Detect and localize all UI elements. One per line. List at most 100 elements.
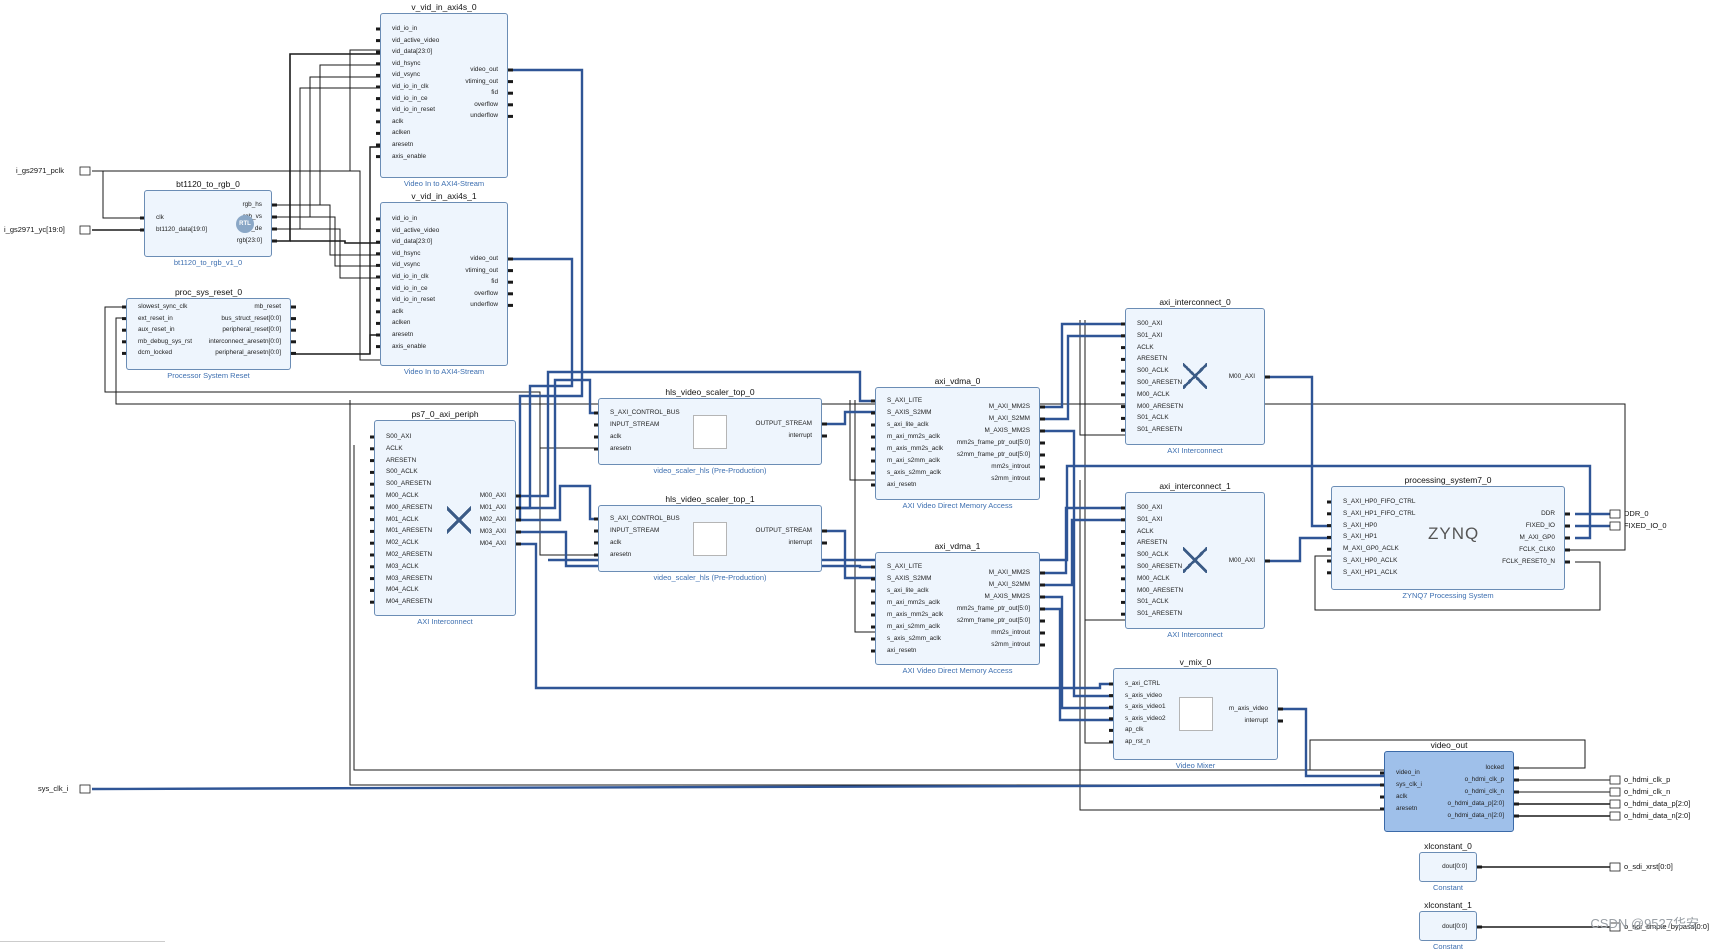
port-label-in[interactable]: m_axis_mm2s_aclk bbox=[887, 445, 944, 452]
port-pin-in[interactable] bbox=[1121, 393, 1125, 397]
port-label-in[interactable]: aclk bbox=[610, 539, 622, 546]
port-pin-out[interactable] bbox=[1514, 766, 1519, 770]
input-port-icon[interactable] bbox=[79, 166, 91, 176]
port-pin-out[interactable] bbox=[822, 434, 827, 438]
port-pin-in[interactable] bbox=[1121, 530, 1125, 534]
port-pin-out[interactable] bbox=[1477, 925, 1482, 929]
port-label-in[interactable]: vid_vsync bbox=[392, 261, 421, 269]
net-wire[interactable] bbox=[1040, 506, 1125, 575]
input-port-icon[interactable] bbox=[79, 225, 91, 235]
port-pin-in[interactable] bbox=[376, 229, 380, 233]
port-label-in[interactable]: S01_ACLK bbox=[1137, 598, 1169, 606]
port-pin-in[interactable] bbox=[122, 328, 126, 332]
port-label-in[interactable]: dcm_locked bbox=[138, 349, 173, 357]
port-pin-in[interactable] bbox=[594, 423, 598, 427]
net-wire[interactable] bbox=[320, 204, 380, 256]
external-output-port[interactable]: o_hdmi_data_p[2:0] bbox=[1624, 799, 1691, 808]
port-label-in[interactable]: sys_clk_i bbox=[1396, 781, 1422, 788]
block-ps7-axi[interactable] bbox=[374, 420, 516, 616]
port-pin-out[interactable] bbox=[272, 239, 277, 243]
port-pin-in[interactable] bbox=[871, 589, 875, 593]
port-pin-in[interactable] bbox=[376, 252, 380, 256]
port-pin-in[interactable] bbox=[871, 637, 875, 641]
port-label-in[interactable]: S00_ARESETN bbox=[386, 480, 432, 488]
port-label-in[interactable]: S00_AXI bbox=[1137, 504, 1163, 511]
port-pin-in[interactable] bbox=[376, 155, 380, 159]
port-label-in[interactable]: axis_enable bbox=[392, 152, 427, 160]
port-label-in[interactable]: M00_ACLK bbox=[1137, 574, 1170, 582]
port-label-out[interactable]: fid bbox=[491, 278, 498, 286]
port-pin-out[interactable] bbox=[1040, 619, 1045, 623]
port-label-in[interactable]: S_AXI_HP1_FIFO_CTRL bbox=[1343, 509, 1416, 517]
port-pin-in[interactable] bbox=[376, 275, 380, 279]
port-pin-in[interactable] bbox=[1109, 717, 1113, 721]
port-pin-out[interactable] bbox=[1265, 375, 1270, 379]
port-pin-out[interactable] bbox=[516, 518, 521, 522]
port-label-out[interactable]: M_AXI_S2MM bbox=[988, 581, 1030, 588]
port-label-in[interactable]: ACLK bbox=[386, 444, 403, 452]
port-pin-out[interactable] bbox=[516, 542, 521, 546]
port-pin-out[interactable] bbox=[516, 506, 521, 510]
output-port-icon[interactable] bbox=[1609, 922, 1621, 932]
port-pin-in[interactable] bbox=[1121, 589, 1125, 593]
port-pin-in[interactable] bbox=[370, 553, 374, 557]
port-pin-out[interactable] bbox=[1565, 548, 1570, 552]
port-label-out[interactable]: interconnect_aresetn[0:0] bbox=[208, 337, 281, 345]
port-pin-in[interactable] bbox=[370, 541, 374, 545]
port-pin-in[interactable] bbox=[140, 216, 144, 220]
port-label-in[interactable]: video_in bbox=[1396, 769, 1420, 776]
port-pin-out[interactable] bbox=[1477, 865, 1482, 869]
net-wire[interactable] bbox=[1040, 518, 1125, 587]
port-label-in[interactable]: INPUT_STREAM bbox=[610, 527, 660, 534]
port-label-in[interactable]: vid_active_video bbox=[392, 226, 440, 234]
port-pin-in[interactable] bbox=[370, 577, 374, 581]
port-label-out[interactable]: M01_AXI bbox=[479, 504, 506, 511]
net-wire[interactable] bbox=[272, 64, 380, 206]
net-wire[interactable] bbox=[103, 49, 380, 172]
port-pin-in[interactable] bbox=[1121, 381, 1125, 385]
net-wire[interactable] bbox=[822, 529, 875, 580]
port-pin-out[interactable] bbox=[272, 215, 277, 219]
external-output-port[interactable]: o_sdi_smpte_bypass[0:0] bbox=[1624, 922, 1709, 931]
port-label-in[interactable]: s_axi_lite_aclk bbox=[887, 421, 929, 428]
port-pin-out[interactable] bbox=[291, 317, 296, 321]
port-pin-out[interactable] bbox=[508, 269, 513, 273]
net-wire[interactable] bbox=[854, 400, 875, 633]
port-pin-in[interactable] bbox=[1380, 807, 1384, 811]
port-pin-in[interactable] bbox=[1121, 357, 1125, 361]
port-label-in[interactable]: vid_active_video bbox=[392, 36, 440, 44]
port-label-out[interactable]: bus_struct_reset[0:0] bbox=[221, 314, 281, 322]
net-wire[interactable] bbox=[1040, 334, 1125, 421]
port-pin-in[interactable] bbox=[1327, 571, 1331, 575]
port-pin-out[interactable] bbox=[1040, 595, 1045, 599]
port-label-out[interactable]: s2mm_introut bbox=[991, 475, 1030, 482]
port-pin-in[interactable] bbox=[871, 625, 875, 629]
port-label-in[interactable]: vid_data[23:0] bbox=[392, 238, 433, 246]
port-pin-in[interactable] bbox=[1109, 705, 1113, 709]
port-pin-in[interactable] bbox=[871, 601, 875, 605]
block-vout[interactable] bbox=[1384, 751, 1514, 832]
port-label-in[interactable]: S_AXI_CONTROL_BUS bbox=[610, 409, 680, 416]
port-pin-in[interactable] bbox=[1121, 600, 1125, 604]
port-label-out[interactable]: mb_reset bbox=[254, 303, 281, 310]
port-pin-out[interactable] bbox=[1040, 583, 1045, 587]
block-xc0[interactable] bbox=[1419, 852, 1477, 882]
port-pin-out[interactable] bbox=[1565, 524, 1570, 528]
port-label-in[interactable]: M00_ACLK bbox=[386, 492, 419, 499]
port-label-in[interactable]: aresetn bbox=[392, 331, 414, 338]
net-wire[interactable] bbox=[1084, 320, 1125, 621]
port-pin-in[interactable] bbox=[1121, 369, 1125, 373]
port-pin-in[interactable] bbox=[376, 73, 380, 77]
external-output-port[interactable]: o_hdmi_clk_n bbox=[1624, 787, 1671, 796]
port-pin-in[interactable] bbox=[1380, 783, 1384, 787]
port-label-out[interactable]: s2mm_introut bbox=[991, 641, 1030, 648]
port-pin-in[interactable] bbox=[594, 529, 598, 533]
output-port-icon[interactable] bbox=[1609, 775, 1621, 785]
port-pin-in[interactable] bbox=[1121, 416, 1125, 420]
port-pin-in[interactable] bbox=[376, 27, 380, 31]
net-wire[interactable] bbox=[822, 410, 875, 426]
port-pin-in[interactable] bbox=[1109, 694, 1113, 698]
port-pin-in[interactable] bbox=[370, 529, 374, 533]
port-label-in[interactable]: vid_io_in_clk bbox=[392, 273, 429, 280]
port-pin-out[interactable] bbox=[822, 529, 827, 533]
